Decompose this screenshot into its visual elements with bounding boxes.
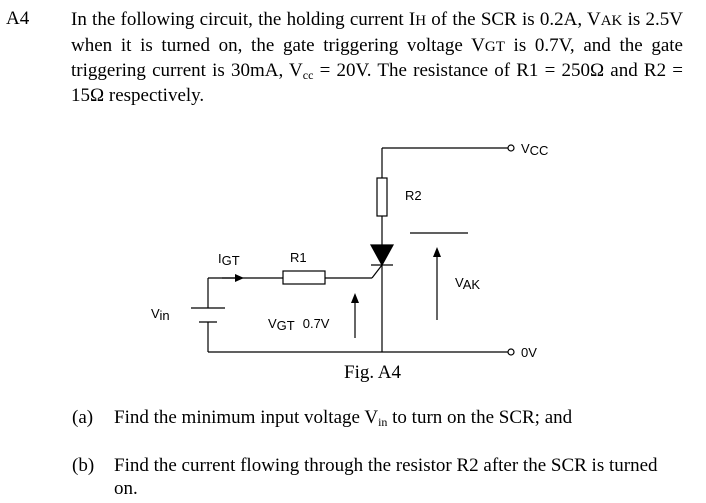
vcc-label: VCC [521,141,548,158]
scr-gate-lead [371,264,383,279]
intro-text-1: In the following circuit, the holding cu… [71,9,416,30]
vcc-terminal [507,144,515,152]
intro-text-2: of the SCR is 0.2A, V [426,9,601,30]
r2-resistor [376,177,388,217]
r1-label: R1 [290,250,307,265]
intro-vcc-sub: cc [302,68,314,82]
intro-text-5: = 20V. The resistance of R1 = 250Ω and R… [71,60,683,106]
part-b-mark: (b) [72,455,95,476]
zero-v-terminal [507,348,515,356]
part-a-mark: (a) [72,407,94,428]
intro-text-4: is 0.7V, and the gate triggering current… [71,34,683,82]
question-intro: In the following circuit, the holding cu… [71,8,683,108]
r2-label: R2 [405,188,422,203]
intro-vgt-sub: GT [484,38,505,55]
igt-arrowhead [235,274,244,282]
part-b-text: Find the current flowing through the res… [114,455,658,499]
intro-text-3: is 2.5V when it is turned on, the gate t… [71,9,683,56]
figure-caption: Fig. A4 [344,362,402,383]
vgt-arrowhead [351,293,359,303]
vin-label: Vin [151,306,170,323]
intro-ih-sub: H [415,13,427,29]
r1-resistor [282,270,326,285]
igt-label: IGT [218,251,240,268]
scr-triangle [369,244,395,267]
vak-arrowhead [433,247,441,257]
vak-label: VAK [455,275,480,292]
part-a-text: Find the minimum input voltage Vin to tu… [114,407,573,429]
zero-v-label: 0V [521,345,537,360]
part-a-vin-sub: in [378,415,388,429]
intro-vak-sub: AK [600,13,623,29]
question-number: A4 [6,8,30,29]
